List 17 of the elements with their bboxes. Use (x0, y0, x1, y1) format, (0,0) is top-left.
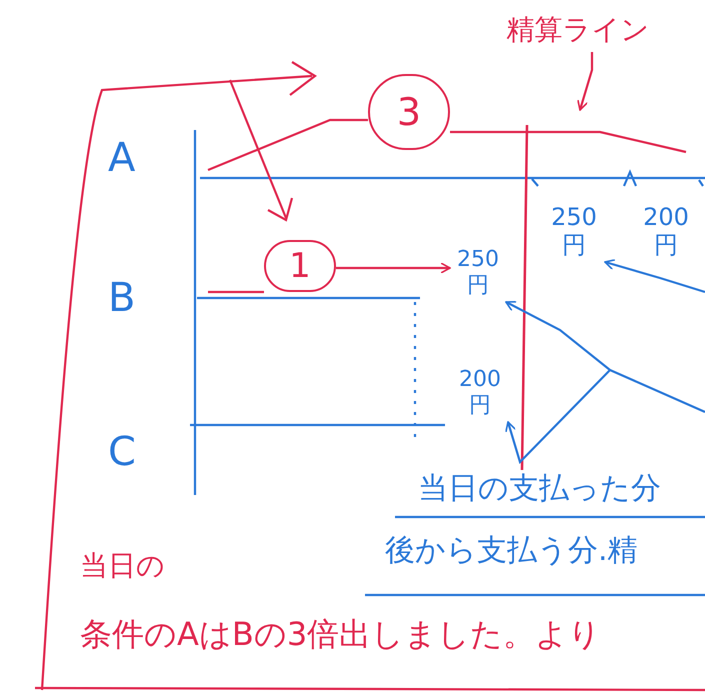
row-label: B (108, 274, 136, 323)
row-label: A (108, 134, 136, 183)
row-label: C (108, 428, 136, 477)
arrow (577, 52, 594, 111)
arrow (505, 369, 611, 464)
amount-label: 200 円 (633, 200, 699, 262)
amount-label: 250 円 (543, 200, 605, 262)
amount-label: 200 円 (452, 364, 508, 422)
arrow (505, 300, 705, 413)
arrow (336, 262, 451, 274)
note-text: 後から支払う分.精 (385, 532, 638, 570)
arrow (604, 258, 705, 294)
callout-text: 精算ライン (478, 8, 678, 52)
note-text: 条件のAはBの3倍出しました。より (80, 614, 602, 655)
note-text: 当日の支払った分 (418, 470, 661, 508)
amount-label: 250 円 (450, 244, 506, 302)
note-text: 当日の (80, 548, 165, 584)
